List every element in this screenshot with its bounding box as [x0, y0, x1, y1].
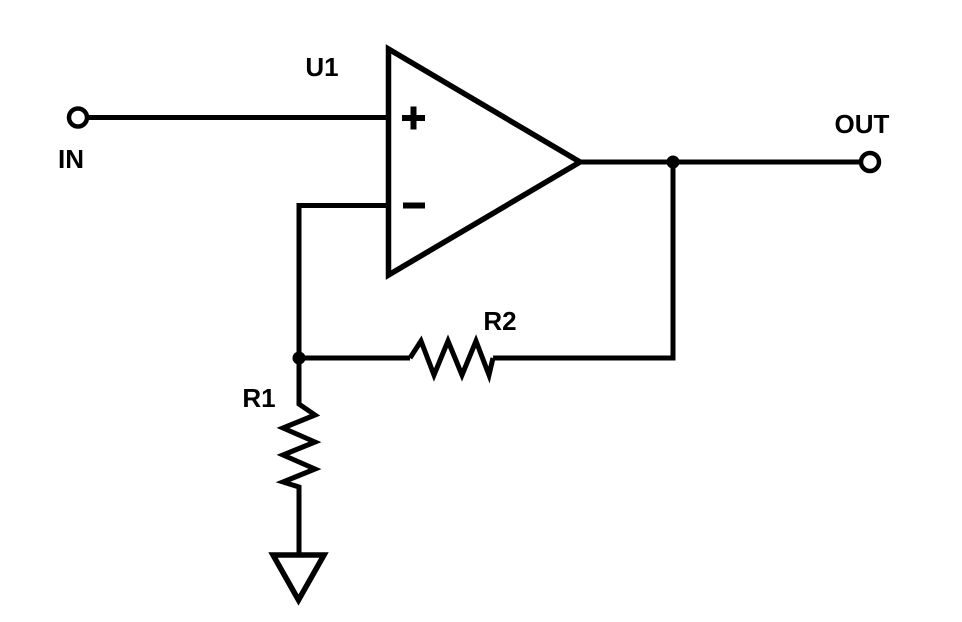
resistor-r1-label: R1	[242, 383, 275, 413]
opamp-triangle	[385, 44, 586, 280]
resistor-r1-zigzag	[275, 358, 322, 556]
output-terminal-label: OUT	[835, 109, 890, 139]
opamp-symbol	[385, 44, 586, 280]
output-terminal	[858, 150, 882, 174]
ground-icon	[268, 552, 329, 606]
junction-dot-output	[666, 155, 680, 169]
resistor-r2-zigzag	[407, 334, 496, 384]
resistor-r2-label: R2	[483, 306, 516, 336]
input-terminal-label: IN	[58, 144, 84, 174]
opamp-ref-label: U1	[305, 52, 338, 82]
junction-dot-feedback	[292, 351, 306, 365]
wire-feedback-left-to-inverting	[296, 203, 410, 361]
wire-feedback-right	[493, 159, 676, 361]
input-terminal	[66, 106, 90, 129]
plus-icon	[402, 106, 425, 130]
